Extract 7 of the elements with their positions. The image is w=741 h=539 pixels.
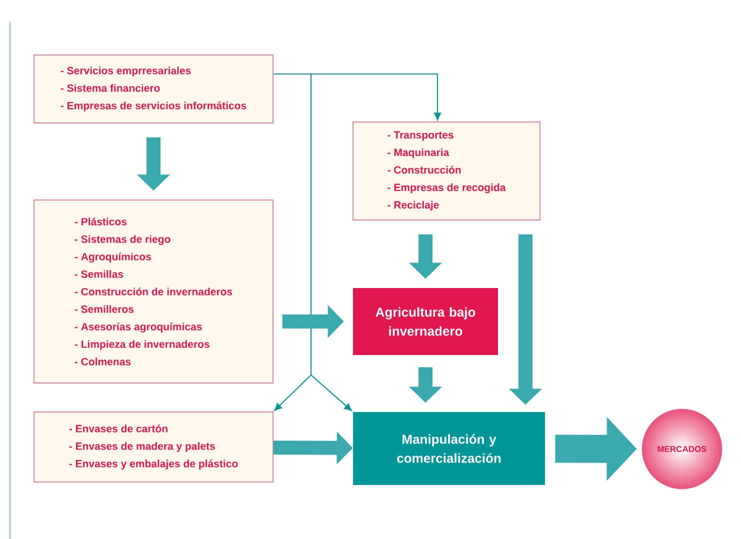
list-box: - Plásticos - Sistemas de riego - Agroquímicos - Semillas - Construcción de invernaderos - Semilleros - Asesorías agroquímicas - Limpieza de invernaderos - Colmenas	[34, 200, 274, 384]
list-box: - Servicios emprresariales - Sistema financiero - Empresas de servicios informáticos	[34, 54, 274, 124]
list-box: - Envases de cartón - Envases de madera y palets - Envases y embalajes de plástico	[34, 412, 274, 482]
list-box: - Transportes - Maquinaria - Construcción - Empresas de recogida - Reciclaje	[352, 122, 540, 220]
process-box: Agricultura bajo invernadero	[353, 288, 498, 355]
process-box: Manipulación y comercialización	[353, 412, 545, 485]
split-arrow	[273, 73, 352, 412]
